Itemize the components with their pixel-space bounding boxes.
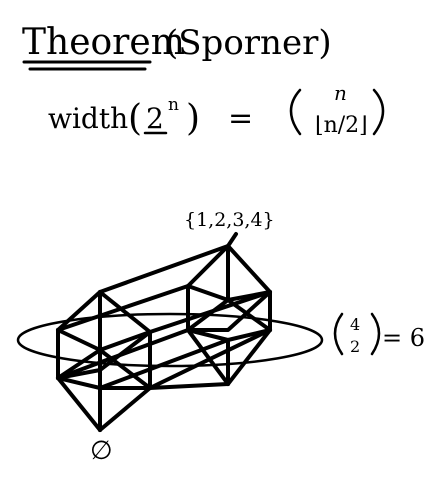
edge <box>56 284 190 332</box>
edge <box>186 284 230 302</box>
edge <box>56 376 102 432</box>
edge <box>226 290 272 302</box>
edge <box>98 244 230 294</box>
edge <box>226 232 238 248</box>
side-left-paren <box>333 312 344 356</box>
side-result: = 6 <box>382 324 425 352</box>
edge <box>98 348 152 390</box>
theorem-name: (Sporner) <box>165 23 332 63</box>
edge <box>226 298 272 332</box>
edge <box>226 328 272 342</box>
top-set-label: {1,2,3,4} <box>184 209 275 231</box>
formula-exponent: n <box>168 95 179 115</box>
formula-base: 2 <box>146 102 164 135</box>
rhs-floor: ⌊n/2⌋ <box>315 113 368 138</box>
formula-lhs-close: ) <box>186 98 200 139</box>
side-binom-top: 4 <box>350 315 360 334</box>
rhs-top-n: n <box>334 81 347 105</box>
edge <box>56 328 102 352</box>
edge <box>186 328 230 342</box>
theorem-word: Theorem <box>22 22 185 63</box>
edge <box>186 328 230 386</box>
side-right-paren <box>370 312 381 356</box>
formula-width: width <box>48 102 128 135</box>
edge <box>98 338 230 390</box>
side-binom-bottom: 2 <box>350 337 360 356</box>
middle-rank-ellipse <box>16 312 324 368</box>
rhs-left-paren <box>289 88 302 136</box>
edge <box>98 386 152 432</box>
edge <box>56 376 102 390</box>
edge <box>186 298 230 332</box>
hasse-diagram <box>56 232 272 432</box>
formula-lhs-open: ( <box>128 98 142 139</box>
edge <box>148 382 230 390</box>
edge <box>226 328 272 386</box>
edge <box>56 328 190 380</box>
edge <box>98 330 152 352</box>
empty-set-label: ∅ <box>90 436 113 466</box>
rhs-right-paren <box>372 88 385 136</box>
formula-equals: = <box>228 101 253 136</box>
cube-face-right <box>186 244 272 332</box>
